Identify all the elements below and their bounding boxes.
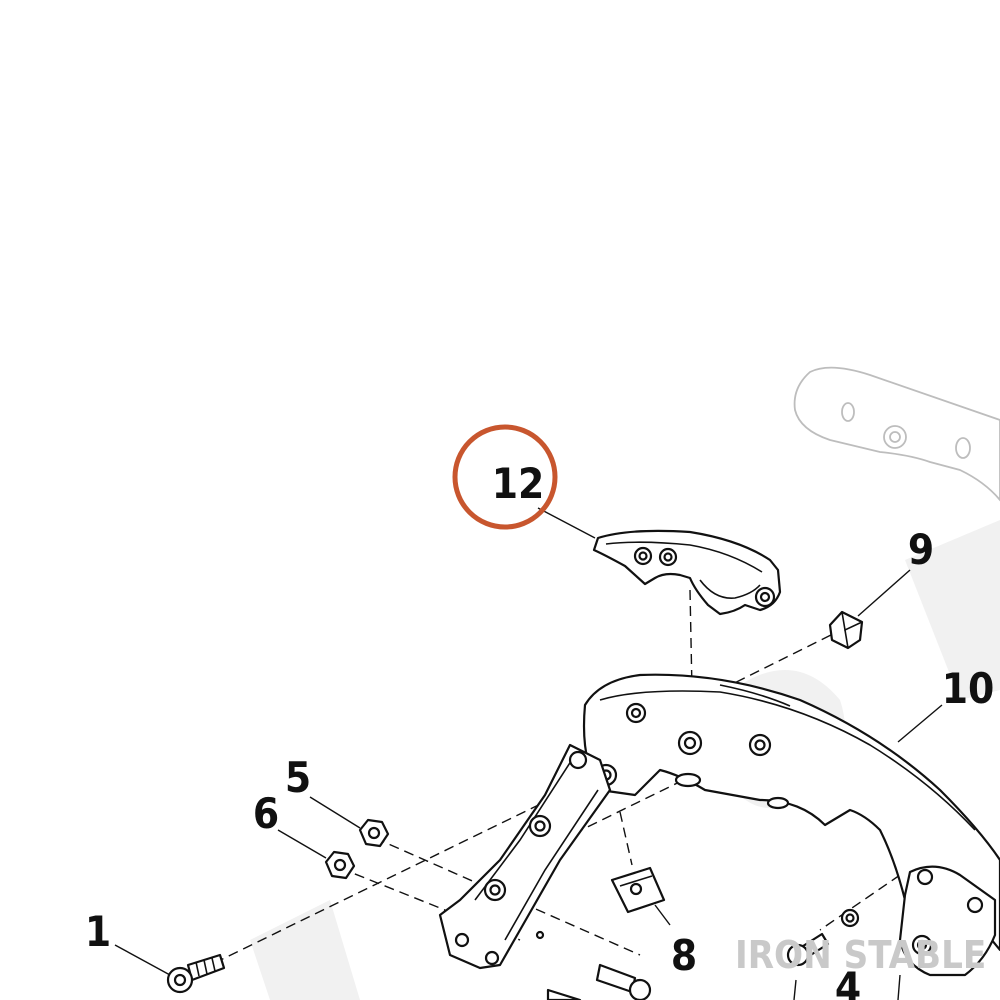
part-8-clip-nut (610, 866, 666, 914)
bottom-screws (546, 963, 652, 1000)
callout-5: 5 (285, 753, 311, 802)
part-10-main-bracket (438, 673, 1000, 977)
callout-12: 12 (492, 459, 545, 508)
part-4-screw-washer (786, 908, 901, 1000)
part-12-trim-strip (592, 529, 782, 616)
part-9-bumper (828, 610, 864, 650)
part-6-flange-nut (324, 850, 356, 880)
callout-9: 9 (908, 525, 934, 574)
ghost-adjacent-part (793, 366, 1000, 502)
callout-4: 4 (835, 963, 861, 1000)
part-1-screw (166, 953, 226, 994)
callout-6: 6 (253, 789, 279, 838)
leader-lines (114, 507, 943, 976)
callout-8: 8 (671, 931, 697, 980)
watermark-text: IRON STABLE (735, 933, 986, 977)
callout-10: 10 (942, 664, 995, 713)
part-5-flange-nut (358, 818, 390, 848)
highlight-ring-12 (452, 424, 558, 530)
callout-1: 1 (85, 907, 111, 956)
